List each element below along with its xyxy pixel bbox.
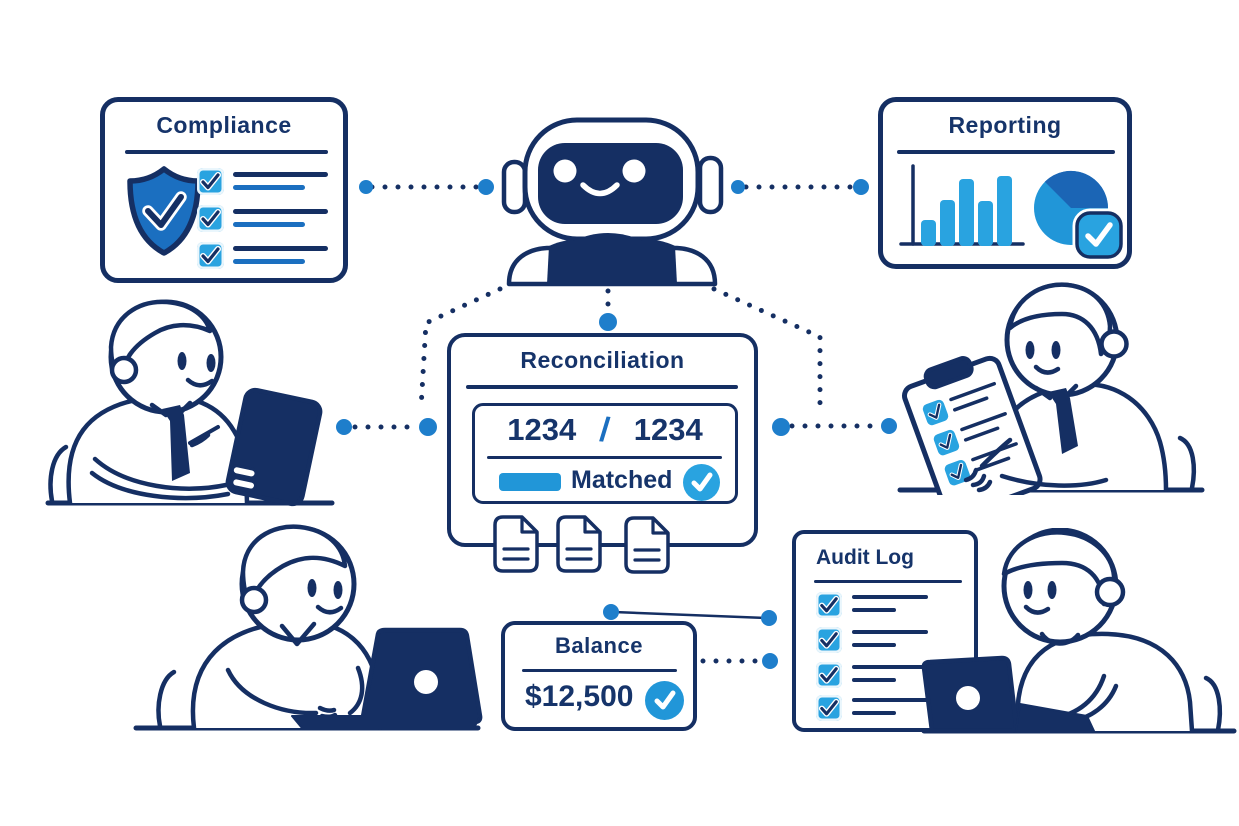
compliance-divider: [125, 150, 328, 154]
reporting-title: Reporting: [948, 112, 1062, 138]
count-right: 1234: [633, 412, 703, 447]
audit-line: [852, 608, 896, 612]
audit-line: [852, 698, 928, 702]
audit-line: [852, 665, 928, 669]
audit-line: [852, 630, 928, 634]
matched-row: Matched: [475, 464, 735, 501]
person-head: [239, 524, 357, 643]
balance-check-circle: [645, 681, 684, 720]
robot-head: [501, 117, 724, 242]
audit-line: [852, 711, 896, 715]
person-head: [1001, 528, 1126, 645]
compliance-line: [233, 222, 305, 227]
check-badge-icon: [1072, 208, 1126, 262]
balance-card: Balance $12,500: [501, 621, 697, 731]
compliance-checkbox-2: [197, 205, 224, 232]
audit-log-divider: [814, 580, 962, 583]
compliance-card: Compliance: [100, 97, 348, 283]
balance-amount: $12,500: [525, 680, 634, 713]
count-slash: /: [598, 410, 612, 449]
person-head: [1004, 282, 1129, 398]
robot-body: [506, 233, 718, 287]
tablet-icon: [225, 387, 323, 507]
shield-check-icon: [127, 166, 201, 256]
robot-eye: [553, 159, 577, 183]
audit-line: [852, 595, 928, 599]
compliance-line: [233, 209, 328, 214]
reporting-graphics: [899, 164, 1126, 262]
reconciliation-title: Reconciliation: [520, 347, 685, 373]
compliance-checkbox-1: [197, 168, 224, 195]
document-icon: [624, 516, 670, 574]
compliance-title: Compliance: [156, 112, 292, 138]
document-icon: [556, 515, 602, 573]
person-laptop-left-illustration: [133, 524, 483, 731]
bar-chart-icon: [899, 164, 1025, 246]
reconciliation-divider: [466, 385, 738, 389]
compliance-line: [233, 172, 328, 177]
tie: [162, 405, 190, 481]
person-tablet-illustration: [45, 299, 335, 507]
robot-illustration: [501, 117, 724, 287]
reporting-divider: [897, 150, 1115, 154]
audit-checkbox-1: [816, 592, 842, 618]
audit-log-title: Audit Log: [816, 546, 914, 569]
robot-eye: [622, 159, 646, 183]
balance-divider: [522, 669, 677, 672]
document-icon: [493, 515, 539, 573]
audit-line: [852, 643, 896, 647]
laptop-icon: [921, 655, 1095, 734]
matched-check-circle: [683, 464, 720, 501]
audit-checkbox-2: [816, 627, 842, 653]
person-clipboard-illustration: [897, 282, 1205, 495]
audit-checkbox-4: [816, 695, 842, 721]
reporting-card: Reporting: [878, 97, 1132, 269]
person-head: [108, 299, 224, 415]
compliance-checkbox-3: [197, 242, 224, 269]
robot-smile: [580, 182, 620, 197]
compliance-line: [233, 185, 305, 190]
connector-docs-audit: [613, 610, 767, 620]
audit-checkbox-3: [816, 662, 842, 688]
count-left: 1234: [507, 412, 577, 447]
laptop-icon: [291, 627, 483, 729]
balance-title: Balance: [555, 633, 643, 658]
progress-bar: [499, 473, 561, 491]
reconciliation-counts: 1234 / 1234: [475, 408, 735, 452]
document-icons: [493, 515, 670, 574]
tie: [1048, 388, 1078, 454]
compliance-line: [233, 259, 305, 264]
person-laptop-right-illustration: [921, 528, 1237, 734]
matched-label: Matched: [571, 466, 673, 494]
audit-line: [852, 678, 896, 682]
reconciliation-panel: 1234 / 1234 Matched: [472, 403, 738, 504]
compliance-line: [233, 246, 328, 251]
panel-divider: [487, 456, 722, 459]
